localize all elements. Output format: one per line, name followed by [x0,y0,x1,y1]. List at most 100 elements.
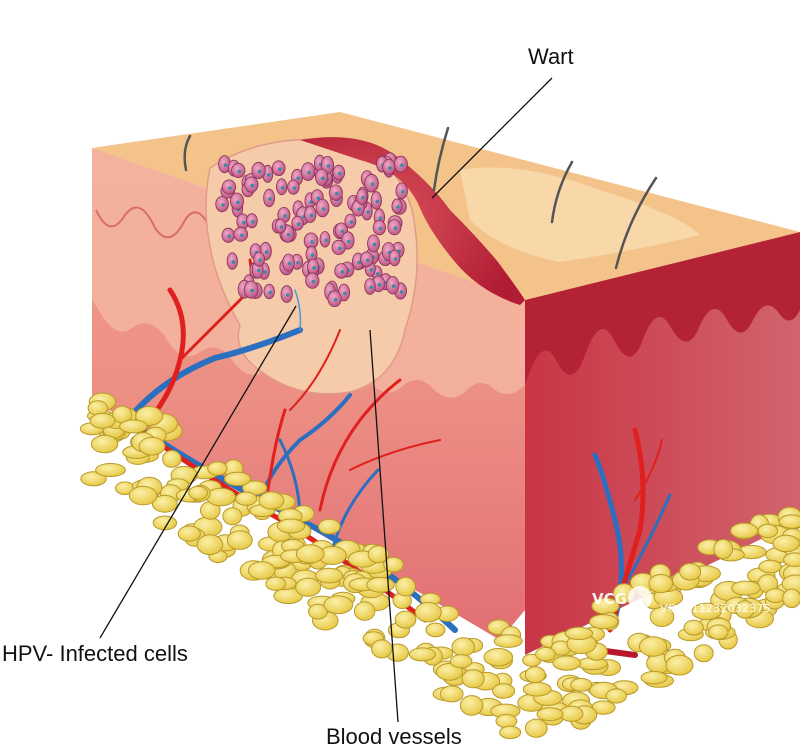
fat-cell [178,526,200,541]
infected-cell [288,180,300,194]
fat-cell [694,645,713,662]
infected-cell [301,163,315,181]
fat-cell [525,667,545,683]
infected-cell [306,273,319,288]
infected-cell [272,161,285,176]
fat-cell [227,531,252,550]
fat-cell [90,413,115,428]
infected-cell [361,252,374,267]
fat-cell [606,689,626,703]
fat-cell [189,486,208,499]
infected-cell [308,259,319,274]
fat-cell [649,575,673,593]
infected-cell [371,192,381,210]
fat-cell [537,708,563,721]
infected-cell [332,240,345,254]
infected-cell [383,159,395,174]
fat-cell [536,647,556,660]
fat-cell [163,451,181,468]
infected-cell [216,196,229,211]
fat-cell [409,648,435,661]
fat-cell [500,726,521,738]
fat-cell [684,620,703,635]
watermark-id: VCG211232032375 [660,602,771,615]
fat-cell [91,435,117,453]
fat-cell [565,627,592,639]
fat-cell [277,519,304,533]
infected-cell [368,235,380,252]
fat-cell [207,488,236,506]
infected-cell [335,264,348,279]
fat-cell [553,656,581,670]
infected-cell [329,185,342,200]
fat-cell [590,615,618,629]
watermark-mark [628,586,652,610]
fat-cell [758,524,777,538]
infected-cell [333,165,345,180]
fat-cell [223,508,242,525]
infected-cell [365,279,376,295]
infected-cell [264,189,275,207]
fat-cell [208,462,227,475]
infected-cell [305,206,316,222]
infected-cell [247,214,258,228]
label-hpv-infected-cells: HPV- Infected cells [2,641,188,667]
label-wart: Wart [528,44,574,70]
fat-cell [639,637,666,656]
infected-cell [222,228,234,242]
fat-cell [759,560,781,573]
fat-cell [197,535,223,555]
infected-cell [392,199,402,213]
infected-cell [373,220,385,234]
fat-cell [354,602,374,620]
infected-cell [357,189,367,205]
infected-cell [292,216,304,230]
fat-cell [224,472,250,485]
fat-cell [525,719,547,737]
fat-cell [396,577,416,596]
fat-cell [316,568,343,583]
fat-cell [731,523,758,538]
fat-cell [666,655,693,675]
fat-cell [259,492,284,509]
fat-cell [709,625,728,639]
infected-cell [232,163,245,177]
fat-cell [783,589,800,608]
fat-cell [120,420,148,433]
fat-cell [296,578,321,596]
fat-cell [484,649,513,666]
label-blood-vessels: Blood vessels [326,724,462,750]
fat-cell [732,581,761,595]
fat-cell [494,635,522,648]
fat-cell [452,638,475,656]
infected-cell [264,284,275,298]
fat-cell [784,553,800,567]
fat-cell [395,611,416,628]
infected-cell [281,286,292,303]
fat-cell [460,696,483,716]
infected-cell [328,291,341,307]
fat-cell [680,564,701,581]
infected-cell [389,250,400,266]
watermark-logo: VCG [592,590,627,608]
infected-cell [283,254,295,271]
infected-cell [277,179,287,195]
infected-cell [222,180,235,194]
infected-cell [230,193,243,210]
infected-cell [227,253,237,270]
infected-cell [254,252,265,266]
infected-cell [244,281,258,298]
infected-cell [252,162,265,178]
infected-cell [275,219,286,233]
infected-cell [316,169,328,185]
fat-cell [523,683,551,697]
fat-cell [415,603,441,622]
fat-cell [571,678,592,691]
fat-cell [440,686,463,702]
fat-cell [248,562,275,580]
infected-cell [396,183,408,199]
fat-cell [496,714,517,727]
infected-cell [245,177,258,192]
fat-cell [129,486,157,504]
